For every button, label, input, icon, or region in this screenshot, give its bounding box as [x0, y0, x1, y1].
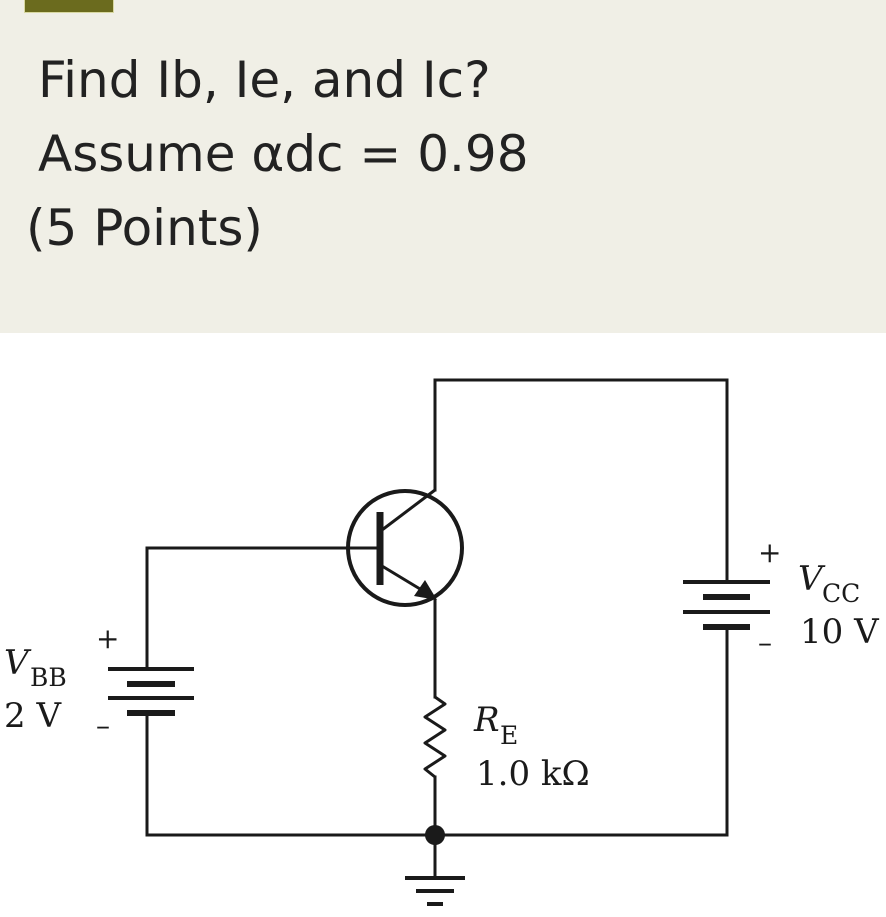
vcc-label-subscript: CC	[822, 579, 860, 608]
vbb-minus-sign: –	[96, 709, 110, 742]
re-label-subscript: E	[500, 721, 518, 750]
wire-collector-to-vcc	[433, 378, 729, 584]
battery-vbb-symbol	[108, 667, 194, 716]
question-panel: Find Ib, Ie, and Ic? Assume αdc = 0.98 (…	[0, 0, 886, 333]
ground-icon	[405, 876, 465, 906]
vcc-plus-sign: +	[758, 536, 781, 569]
vcc-minus-sign: –	[758, 626, 772, 659]
vbb-label: V	[4, 643, 32, 683]
wire-vcc-to-bottom	[433, 626, 729, 837]
header-tab	[24, 0, 114, 13]
question-points: (5 Points)	[26, 199, 263, 257]
junction-node	[425, 825, 445, 845]
re-label: R	[473, 700, 500, 740]
wire-vbb-to-bottom	[145, 711, 437, 837]
vcc-label: V	[798, 559, 826, 599]
vbb-plus-sign: +	[96, 622, 119, 655]
re-value: 1.0 kΩ	[476, 754, 590, 794]
battery-vcc-symbol	[683, 580, 770, 630]
vcc-value: 10 V	[800, 612, 880, 652]
resistor-re-symbol	[423, 695, 447, 779]
circuit-diagram: + – V BB 2 V + – V CC 10 V R E 1.0 kΩ	[4, 378, 880, 906]
question-line-1: Find Ib, Ie, and Ic?	[38, 51, 491, 109]
wire-base	[145, 546, 382, 670]
vbb-value: 2 V	[4, 696, 62, 736]
vbb-label-subscript: BB	[30, 663, 67, 692]
question-line-2: Assume αdc = 0.98	[38, 125, 529, 183]
npn-transistor-symbol	[346, 488, 464, 607]
